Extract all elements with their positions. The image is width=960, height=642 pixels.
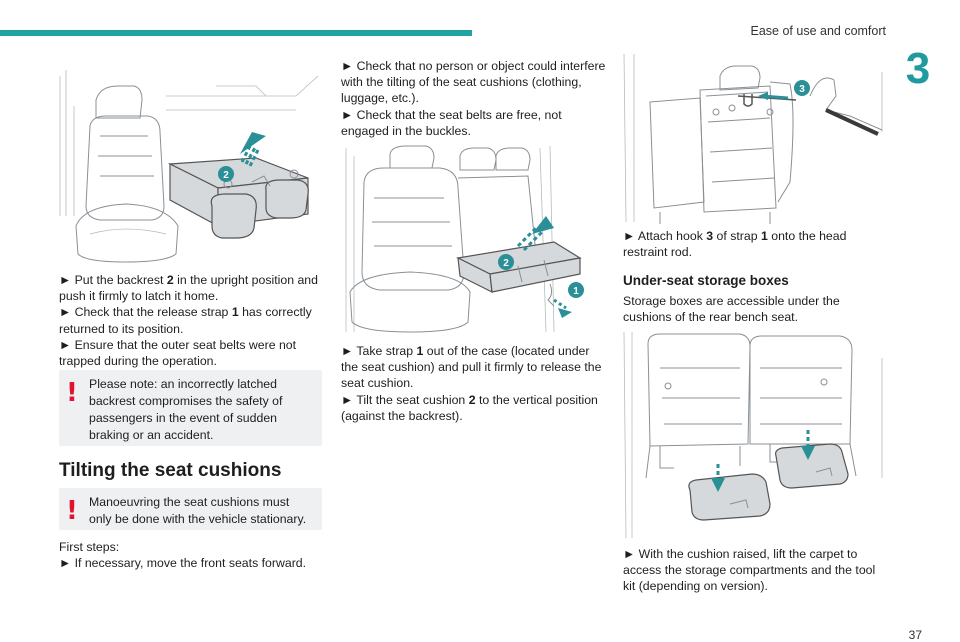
section-title: Ease of use and comfort: [750, 24, 887, 38]
hook: [743, 94, 753, 107]
seat-cushion-tilting: [456, 241, 582, 294]
front-seat-outline: [75, 85, 179, 263]
first-steps: First steps: ► If necessary, move the fr…: [59, 539, 324, 571]
badge-2: [498, 254, 514, 270]
step-check-seat-belts: ► Ensure that the outer seat belts were …: [59, 337, 297, 369]
storage-lid-right: [775, 443, 849, 489]
up-arrow-trail: [516, 226, 544, 252]
check-seat-belts-free: ► Check that the seat belts are free, no…: [341, 107, 562, 138]
up-arrow-trail: [240, 141, 260, 167]
step-take-strap: ► Take strap 1 out of the case (located …: [341, 344, 602, 391]
first-steps-label: First steps:: [59, 540, 120, 554]
storage-intro: Storage boxes are accessible under the c…: [623, 294, 840, 325]
illustration-storage-boxes: [623, 331, 883, 539]
section-heading-storage: Under-seat storage boxes: [623, 273, 789, 288]
attach-step: ► Attach hook 3 of strap 1 onto the head…: [623, 228, 888, 260]
rear-seat-backrest: [167, 157, 309, 239]
header-accent-bar: [0, 30, 472, 36]
storage-lid-left: [688, 473, 771, 521]
strap-inset: [809, 77, 883, 131]
frame-lines: [623, 53, 883, 223]
section-heading-tilting: Tilting the seat cushions: [59, 460, 282, 481]
step-backrest-upright: ► Put the backrest 2 in the upright posi…: [59, 273, 318, 304]
rear-bench-outline: [349, 145, 537, 333]
step-move-front-seats: ► If necessary, move the front seats for…: [59, 556, 307, 571]
warning-icon: !: [66, 378, 78, 408]
illustration-attach-hook: 3: [623, 53, 883, 224]
left-steps: ► Put the backrest 2 in the upright posi…: [59, 272, 324, 369]
step-attach-hook: ► Attach hook 3 of strap 1 onto the head…: [623, 229, 847, 260]
middle-steps: ► Take strap 1 out of the case (located …: [341, 343, 607, 424]
down-arrow-head-right: [801, 446, 815, 460]
step-check-release-strap: ► Check that the release strap 1 has cor…: [59, 305, 312, 336]
badge-3: [794, 80, 810, 96]
step-tilt-cushion: ► Tilt the seat cushion 2 to the vertica…: [341, 392, 598, 423]
down-arrow-head-left: [711, 478, 725, 492]
strap-inset-band: [825, 108, 879, 136]
frame-lines: [623, 331, 883, 539]
pull-arrow-trail: [553, 298, 567, 310]
tilted-seat-outline: [649, 65, 794, 224]
pull-arrow-head: [558, 308, 572, 318]
warning-text: Manoeuvring the seat cushions must only …: [89, 495, 307, 526]
door-frame-lines: [345, 145, 555, 333]
badge-2: [218, 166, 234, 182]
release-strap: [547, 283, 555, 307]
roof-lines: [166, 75, 319, 111]
warning-text: Please note: an incorrectly latched back…: [89, 377, 283, 442]
storage-final-step: ► With the cushion raised, lift the carp…: [623, 547, 876, 594]
badge-2-label: 2: [503, 258, 509, 269]
check-no-obstruction: ► Check that no person or object could i…: [341, 59, 606, 106]
illustration-backrest-upright: 2: [59, 70, 319, 263]
badge-1-label: 1: [573, 286, 579, 297]
door-frame-lines: [59, 70, 75, 216]
page-number: 37: [908, 628, 922, 642]
middle-checks: ► Check that no person or object could i…: [341, 58, 607, 139]
raised-cushions-outline: [645, 333, 857, 479]
badge-2-label: 2: [223, 170, 229, 181]
attach-arrow-head: [758, 92, 768, 100]
badge-1: [568, 282, 584, 298]
warning-icon: !: [66, 496, 78, 526]
warning-box-stationary: ! Manoeuvring the seat cushions must onl…: [59, 488, 322, 530]
up-arrow-head: [532, 216, 554, 234]
warning-box-latch: ! Please note: an incorrectly latched ba…: [59, 370, 322, 446]
chapter-number: 3: [905, 44, 931, 93]
badge-3-label: 3: [799, 84, 805, 95]
illustration-cushion-release: 2 1: [345, 145, 584, 333]
